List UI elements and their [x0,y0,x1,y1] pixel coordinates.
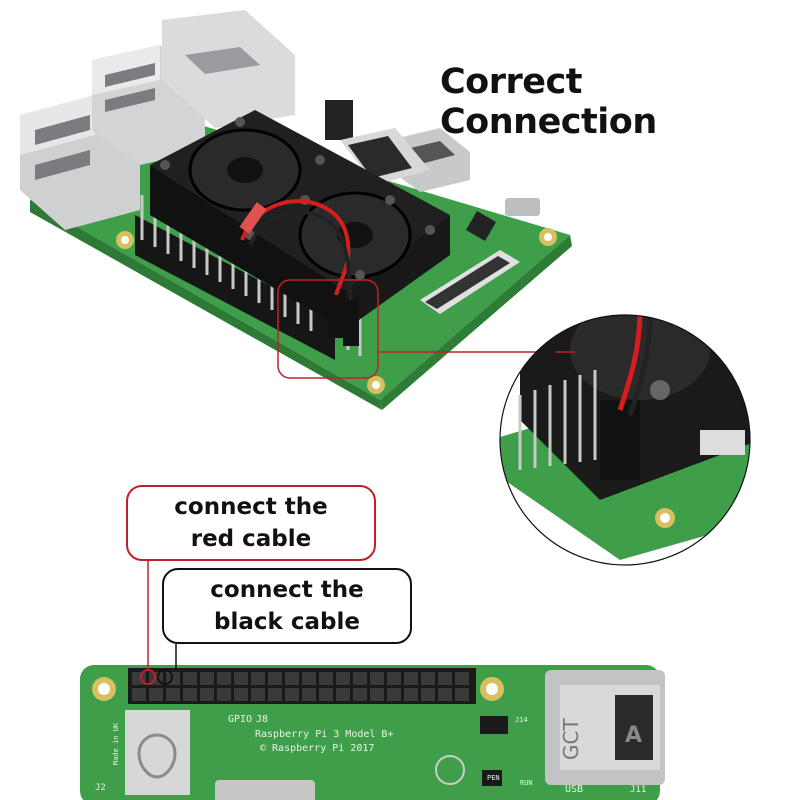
usb-ports [20,45,205,230]
j11-label: J11 [630,785,646,795]
gpio-header [128,668,476,704]
wifi-module [125,710,190,795]
black-cable [248,209,353,301]
micro-usb-port [505,198,540,216]
bottom-board: A GCT GPIO J8 Raspberry Pi 3 Model B+ © … [80,561,665,800]
connection-highlight [277,279,379,379]
zoom-detail [499,314,751,566]
black-pin-marker [157,669,173,685]
raspberry-logo-icon [137,733,177,779]
page-title: Correct Connection [440,62,657,142]
usb-port: A GCT [545,670,665,785]
made-in-label: Made in UK [112,722,120,765]
raspberry-silk-icon [435,755,465,785]
top-board [20,10,572,410]
j8-label: J8 [256,714,268,725]
gct-label: GCT [559,718,583,760]
black-cable-callout: connect the black cable [162,568,412,644]
svg-text:A: A [625,723,642,748]
soc-chip [215,780,315,800]
copyright-label: © Raspberry Pi 2017 [260,743,374,754]
usb-label: USB [565,784,583,795]
j2-label: J2 [95,783,106,793]
red-cable-callout: connect the red cable [126,485,376,561]
j14-label: J14 [515,716,528,724]
red-callout-line2: red cable [190,526,312,552]
red-callout-line1: connect the [174,494,328,520]
black-callout-line1: connect the [210,577,364,603]
model-label: Raspberry Pi 3 Model B+ [255,729,393,740]
pen-label: PEN [487,774,500,782]
black-callout-line2: black cable [214,609,360,635]
run-label: RUN [520,779,533,787]
gpio-label: GPIO [228,714,252,725]
